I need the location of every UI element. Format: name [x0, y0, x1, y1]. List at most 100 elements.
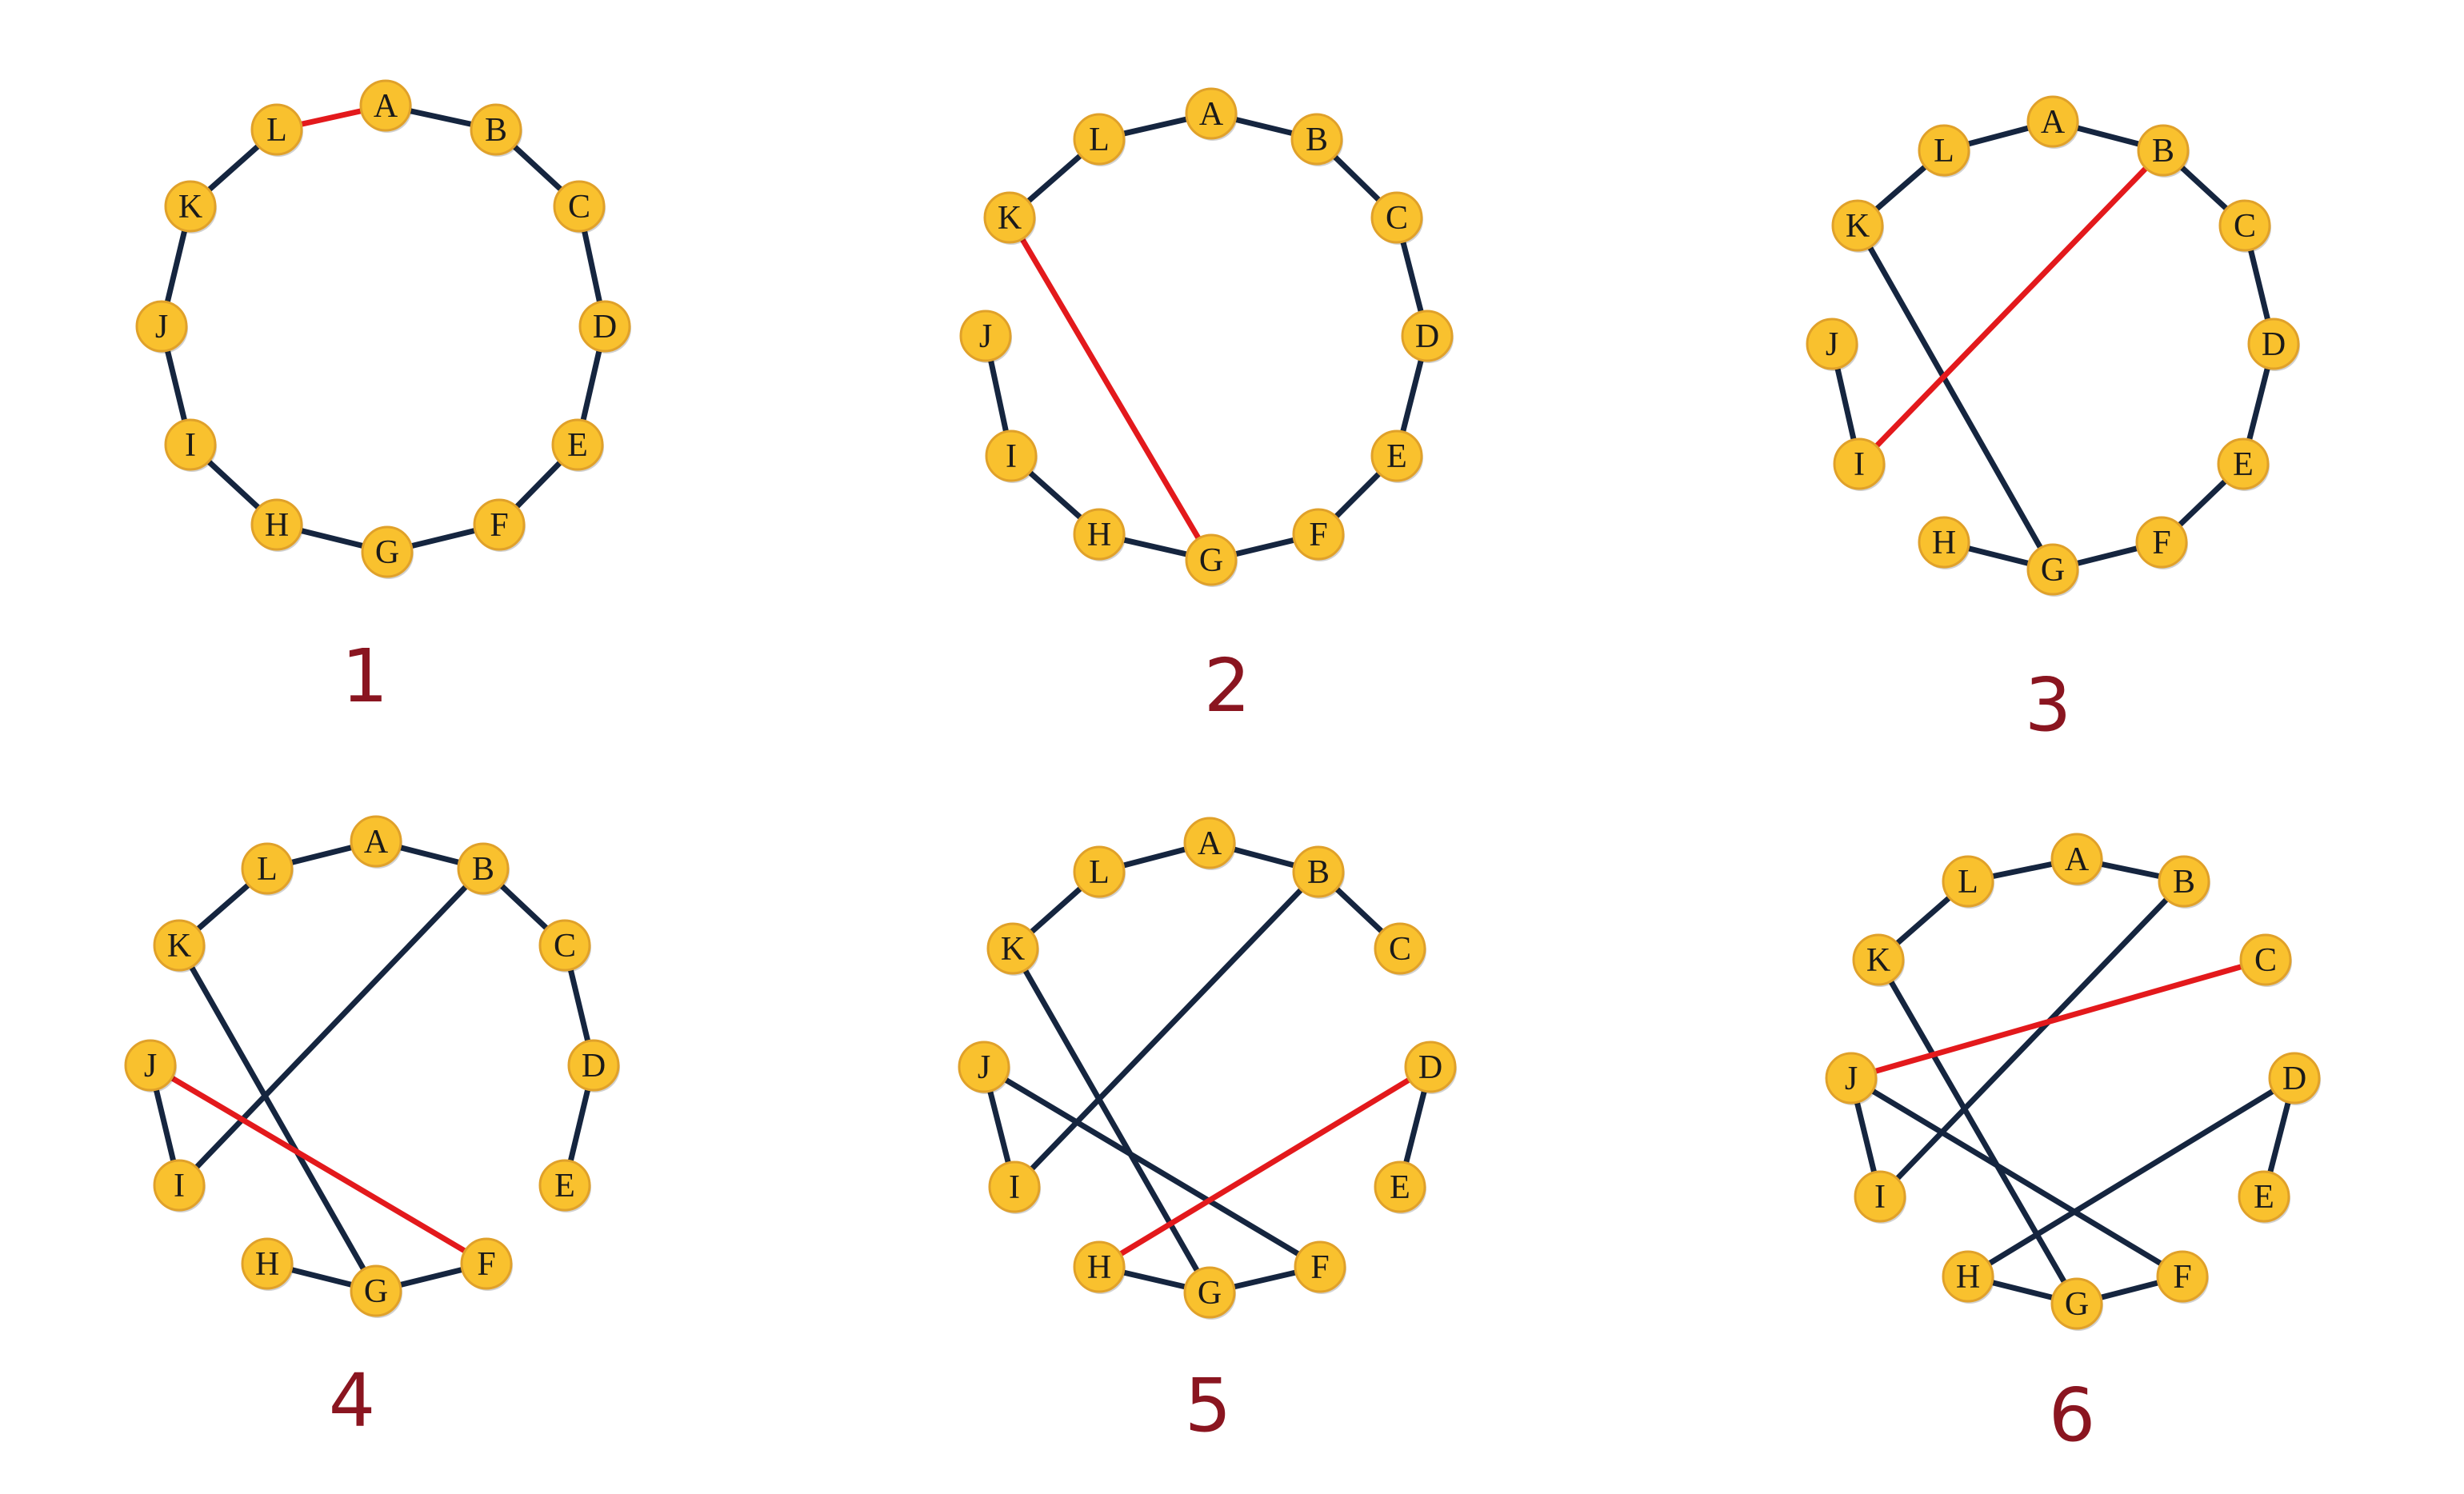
node-C: C	[538, 919, 591, 973]
node-D: D	[1404, 1041, 1457, 1094]
node-circle	[164, 418, 217, 471]
node-F: F	[473, 498, 526, 552]
node-A: A	[359, 79, 412, 133]
node-F: F	[1292, 508, 1345, 561]
node-B: B	[1292, 845, 1345, 899]
node-label: A	[1198, 825, 1222, 862]
node-circle	[1290, 113, 1343, 166]
node-label: G	[2065, 1286, 2089, 1323]
node-circle	[473, 498, 526, 551]
node-circle	[959, 310, 1012, 362]
node-circle	[983, 191, 1036, 244]
node-A: A	[1185, 87, 1238, 141]
node-F: F	[460, 1237, 513, 1291]
node-B: B	[1290, 113, 1343, 166]
node-E: E	[538, 1159, 591, 1212]
node-circle	[2218, 199, 2271, 252]
node-D: D	[2247, 318, 2300, 371]
node-circle	[567, 1039, 620, 1092]
node-label: F	[1310, 1249, 1329, 1286]
node-circle	[1401, 310, 1454, 362]
node-label: K	[998, 200, 1022, 237]
node-K: K	[164, 180, 217, 234]
node-label: K	[1846, 208, 1870, 245]
node-A: A	[1183, 817, 1236, 870]
edge-K-G	[176, 942, 379, 1294]
node-A: A	[2026, 95, 2079, 149]
node-circle	[578, 300, 631, 353]
node-label: B	[2173, 864, 2195, 901]
node-label: C	[2234, 208, 2256, 245]
step-number-4: 4	[328, 1358, 376, 1444]
node-circle	[135, 300, 188, 353]
node-circle	[1185, 533, 1238, 586]
node-circle	[2217, 437, 2270, 490]
node-circle	[241, 842, 294, 895]
node-circle	[2156, 1250, 2209, 1303]
node-E: E	[2217, 437, 2270, 491]
node-C: C	[1374, 922, 1426, 976]
node-label: L	[1958, 864, 1978, 901]
node-label: I	[1009, 1169, 1020, 1206]
node-circle	[1073, 845, 1126, 898]
node-label: D	[582, 1048, 606, 1085]
node-label: F	[2152, 525, 2170, 561]
node-circle	[241, 1237, 294, 1290]
node-H: H	[1073, 1240, 1126, 1294]
edge-K-G	[1010, 945, 1213, 1296]
node-circle	[1825, 1052, 1878, 1105]
node-D: D	[1401, 310, 1454, 363]
node-label: E	[567, 427, 588, 464]
node-circle	[1806, 318, 1858, 370]
node-label: I	[185, 427, 196, 464]
node-L: L	[250, 103, 303, 157]
node-label: B	[472, 851, 494, 888]
node-circle	[361, 525, 414, 578]
edge-J-F	[1848, 1075, 2186, 1280]
node-H: H	[250, 498, 303, 552]
node-label: L	[257, 851, 278, 888]
node-D: D	[578, 300, 631, 354]
node-label: H	[255, 1246, 279, 1283]
node-J: J	[1825, 1052, 1878, 1105]
node-B: B	[2158, 855, 2210, 909]
node-J: J	[958, 1041, 1010, 1094]
node-circle	[986, 922, 1039, 975]
node-circle	[2026, 95, 2079, 148]
node-circle	[1833, 437, 1886, 490]
node-label: A	[2065, 841, 2090, 878]
node-J: J	[1806, 318, 1858, 371]
node-circle	[538, 1159, 591, 1212]
node-K: K	[1852, 933, 1905, 987]
node-circle	[124, 1039, 177, 1092]
node-circle	[250, 103, 303, 156]
node-label: L	[1089, 854, 1110, 891]
node-G: G	[2026, 543, 2079, 597]
node-C: C	[2218, 199, 2271, 253]
node-F: F	[1294, 1240, 1346, 1294]
node-circle	[1292, 508, 1345, 561]
node-K: K	[983, 191, 1036, 245]
node-label: K	[178, 189, 202, 226]
highlighted-edge-J-F	[147, 1062, 490, 1267]
node-G: G	[1185, 533, 1238, 587]
node-J: J	[959, 310, 1012, 363]
node-J: J	[135, 300, 188, 354]
node-circle	[350, 1264, 402, 1317]
edge-B-I	[176, 865, 486, 1188]
node-I: I	[153, 1159, 206, 1212]
step-number-6: 6	[2048, 1372, 2096, 1458]
node-C: C	[1370, 191, 1423, 245]
node-label: K	[1001, 931, 1025, 968]
node-label: L	[1089, 122, 1110, 158]
node-label: H	[1932, 525, 1956, 561]
node-label: G	[364, 1273, 388, 1310]
node-circle	[2239, 933, 2292, 986]
node-G: G	[2050, 1277, 2103, 1331]
node-label: D	[1418, 1049, 1442, 1086]
node-circle	[2238, 1170, 2290, 1223]
node-label: C	[1389, 931, 1411, 968]
node-label: F	[477, 1246, 495, 1283]
